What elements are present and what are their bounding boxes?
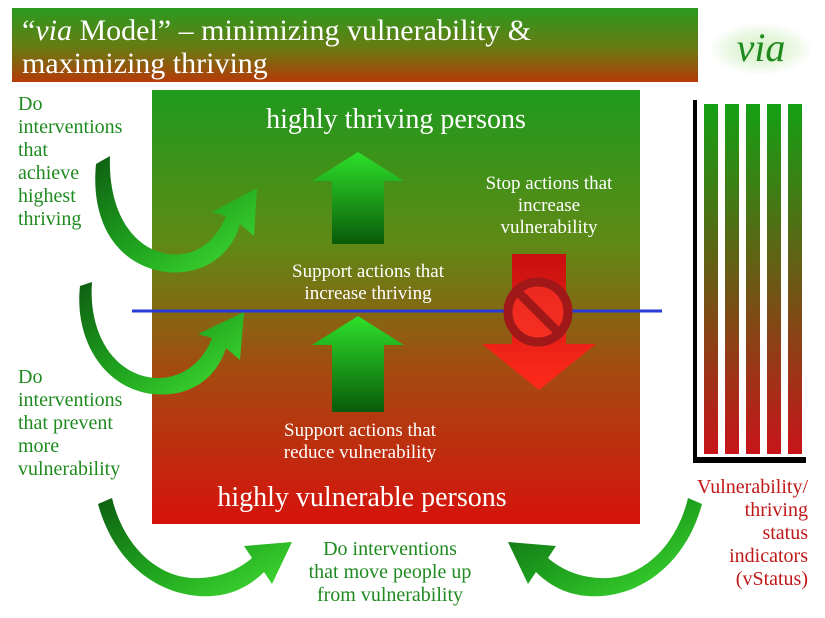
top-heading: highly thriving persons bbox=[266, 104, 526, 135]
label-vstatus-line-4: indicators bbox=[729, 545, 808, 567]
label-bottom-line-1: Do interventions bbox=[323, 538, 457, 560]
label-vstatus-line-1: Vulnerability/ bbox=[697, 476, 808, 498]
curved-arrow-bottom-left bbox=[98, 498, 292, 597]
vstatus-bar bbox=[746, 104, 760, 454]
stop-actions-line-1: Stop actions that bbox=[485, 173, 613, 194]
stop-actions-line-2: increase bbox=[517, 195, 581, 216]
label-vstatus: Vulnerability/ thriving status indicator… bbox=[650, 476, 808, 591]
vstatus-frame-line bbox=[693, 100, 697, 458]
via-logo: via bbox=[712, 24, 810, 74]
label-top-line-4: achieve bbox=[18, 162, 80, 184]
label-bottom-line-3: from vulnerability bbox=[316, 584, 464, 606]
vstatus-indicator bbox=[693, 100, 806, 463]
up-arrow-bottom bbox=[312, 316, 404, 412]
vstatus-bar bbox=[704, 104, 718, 454]
up-arrow-top bbox=[312, 152, 404, 244]
title-banner: “via Model” – minimizing vulnerability &… bbox=[12, 8, 698, 82]
label-mid-line-5: vulnerability bbox=[18, 458, 121, 480]
label-top-line-6: thriving bbox=[18, 208, 82, 230]
stop-actions-line-3: vulnerability bbox=[500, 217, 598, 238]
vstatus-bar bbox=[788, 104, 802, 454]
curved-arrow-bottom-right bbox=[508, 498, 702, 597]
support-reduce-line-1: Support actions that bbox=[284, 420, 436, 441]
stop-actions-label: Stop actions that increase vulnerability bbox=[454, 173, 644, 239]
label-top-line-1: Do bbox=[18, 93, 43, 115]
vstatus-bar bbox=[725, 104, 739, 454]
via-logo-text: via bbox=[736, 25, 786, 70]
title-open-quote: “ bbox=[22, 14, 36, 47]
curved-arrow-middle-left bbox=[79, 282, 244, 395]
title-line-2: maximizing thriving bbox=[22, 47, 268, 80]
label-prevent-vulnerability: Do interventions that prevent more vulne… bbox=[18, 366, 148, 481]
prohibit-icon bbox=[503, 277, 573, 347]
label-top-line-3: that bbox=[18, 139, 48, 161]
label-highest-thriving: Do interventions that achieve highest th… bbox=[18, 93, 146, 231]
page-title: “via Model” – minimizing vulnerability &… bbox=[22, 14, 692, 80]
support-thriving-label: Support actions that increase thriving bbox=[258, 261, 478, 305]
label-top-line-5: highest bbox=[18, 185, 76, 207]
thriving-vulnerability-box: highly thriving persons highly vulnerabl… bbox=[152, 90, 640, 524]
support-thriving-line-2: increase thriving bbox=[304, 283, 432, 304]
label-move-up: Do interventions that move people up fro… bbox=[270, 538, 510, 607]
support-reduce-label: Support actions that reduce vulnerabilit… bbox=[250, 420, 470, 464]
curved-arrow-top-left bbox=[95, 156, 257, 273]
title-italic-via: via bbox=[35, 14, 72, 47]
vstatus-bar bbox=[767, 104, 781, 454]
bottom-heading: highly vulnerable persons bbox=[217, 482, 507, 513]
title-line-1: Model” – minimizing vulnerability & bbox=[71, 14, 532, 47]
support-thriving-line-1: Support actions that bbox=[292, 261, 444, 282]
label-vstatus-line-2: thriving bbox=[744, 499, 808, 521]
vstatus-baseline bbox=[693, 457, 806, 463]
label-vstatus-line-5: (vStatus) bbox=[735, 568, 808, 590]
support-reduce-line-2: reduce vulnerability bbox=[283, 442, 437, 463]
label-mid-line-2: interventions bbox=[18, 389, 123, 411]
label-bottom-line-2: that move people up bbox=[308, 561, 472, 583]
label-top-line-2: interventions bbox=[18, 116, 123, 138]
label-mid-line-1: Do bbox=[18, 366, 43, 388]
label-vstatus-line-3: status bbox=[762, 522, 808, 544]
label-mid-line-4: more bbox=[18, 435, 60, 457]
label-mid-line-3: that prevent bbox=[18, 412, 113, 434]
